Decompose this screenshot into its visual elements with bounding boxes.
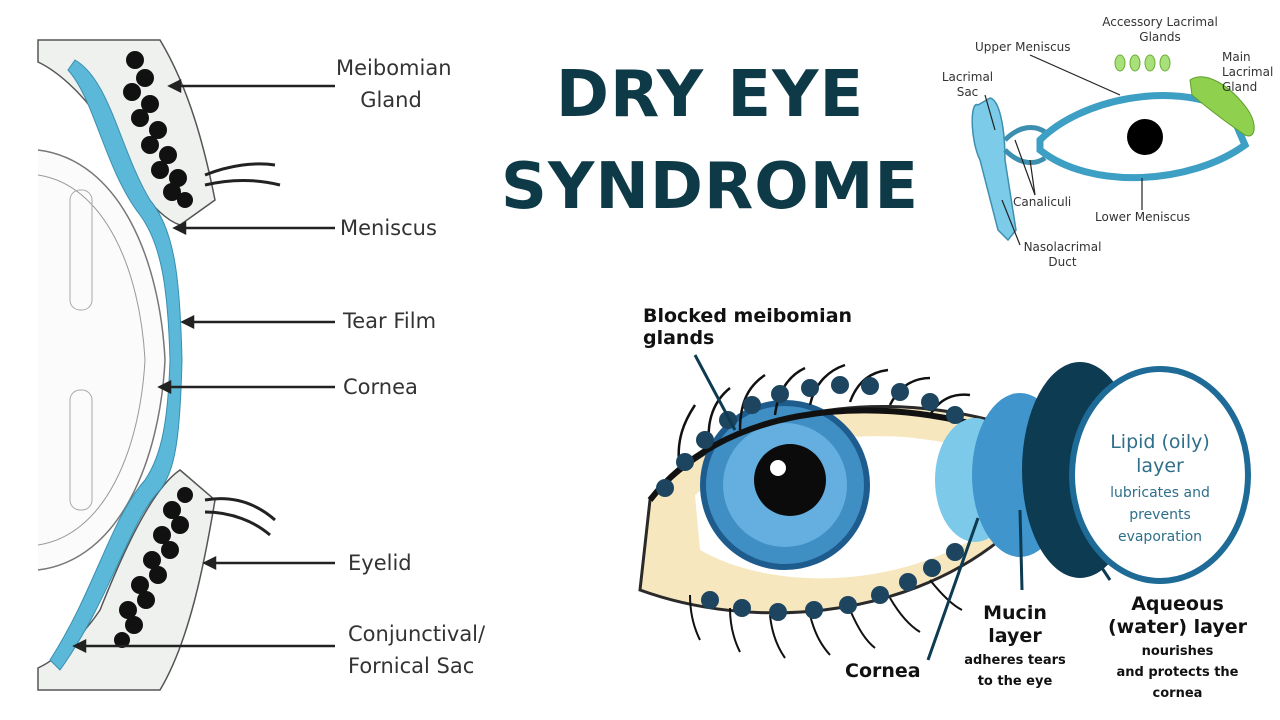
label-tear-film: Tear Film [343,309,437,333]
label-mucin-desc1: adheres tears [964,653,1066,668]
label-main-line2: Lacrimal [1222,65,1274,79]
cross-section-diagram [37,39,335,691]
label-main-gland: Main Lacrimal Gland [1222,50,1280,95]
label-cornea-right: Cornea [845,660,921,682]
label-upper-meniscus: Upper Meniscus [975,40,1071,54]
label-aqueous-layer: Aqueous (water) layer nourishes and prot… [1090,593,1265,704]
accessory-glands-shape [1114,54,1171,72]
label-lipid-desc1: lubricates and [1110,485,1210,501]
pupil-small [1127,119,1163,155]
label-accessory-line1: Accessory Lacrimal [1102,15,1218,29]
label-lipid-title2: layer [1136,455,1184,477]
main-gland-shape [1189,76,1255,137]
pupil [754,444,826,516]
label-sac-line1: Lacrimal [941,70,994,84]
label-mucin-layer: Mucin layer adheres tears to the eye [950,602,1080,692]
label-canaliculi: Canaliculi [1013,195,1072,209]
lacrimal-system-diagram [971,54,1255,246]
label-conjunctival: Conjunctival/ Fornical Sac [348,618,485,682]
label-naso-line1: Nasolacrimal [1023,240,1102,254]
tear-layers-eye-diagram [638,354,1251,661]
label-conjunctival-line2: Fornical Sac [348,654,475,678]
eyelashes [204,162,281,537]
label-lipid-desc2: prevents [1129,507,1191,523]
label-nasolacrimal: Nasolacrimal Duct [1015,240,1110,270]
label-mucin-title2: layer [988,625,1042,647]
blocked-gland-dots [656,376,964,621]
meibomian-gland-upper [123,51,193,208]
label-aqueous-desc2: and protects the [1116,665,1239,680]
label-sac-line2: Sac [956,85,979,99]
label-aqueous-title1: Aqueous [1131,593,1224,615]
label-blocked-glands: Blocked meibomian glands [643,305,852,349]
label-aqueous-desc3: cornea [1152,686,1203,701]
label-lipid-desc3: evaporation [1117,529,1203,545]
label-blocked-line2: glands [643,327,715,349]
label-main-line3: Gland [1222,80,1258,94]
label-aqueous-title2: (water) layer [1107,616,1248,638]
label-eyelid: Eyelid [348,551,412,575]
label-mucin-title1: Mucin [983,602,1047,624]
label-mucin-desc2: to the eye [977,674,1053,689]
label-meibomian-line2: Gland [360,88,422,112]
lower-lashes [689,579,963,659]
label-meniscus: Meniscus [340,216,437,240]
label-lacrimal-sac: Lacrimal Sac [940,70,995,100]
label-accessory-line2: Glands [1139,30,1181,44]
title-line1: DRY EYE [555,58,865,132]
label-conjunctival-line1: Conjunctival/ [348,622,486,646]
label-cornea-left: Cornea [343,375,418,399]
label-aqueous-desc1: nourishes [1141,644,1214,659]
lacrimal-sac-shape [971,97,1017,242]
label-blocked-line1: Blocked meibomian [643,305,853,327]
meibomian-gland-lower [114,487,193,648]
label-naso-line2: Duct [1048,255,1077,269]
label-meibomian-line1: Meibomian [336,56,452,80]
layer-lipid [1069,366,1251,584]
label-meibomian-gland: Meibomian Gland [336,52,452,116]
label-lower-meniscus: Lower Meniscus [1095,210,1191,224]
label-main-line1: Main [1222,50,1251,64]
title-line2: SYNDROME [500,150,920,224]
label-lipid-layer: Lipid (oily) layer lubricates and preven… [1095,430,1225,548]
label-lipid-title1: Lipid (oily) [1110,431,1210,453]
label-accessory-glands: Accessory Lacrimal Glands [1085,15,1235,45]
tear-film [49,59,183,671]
